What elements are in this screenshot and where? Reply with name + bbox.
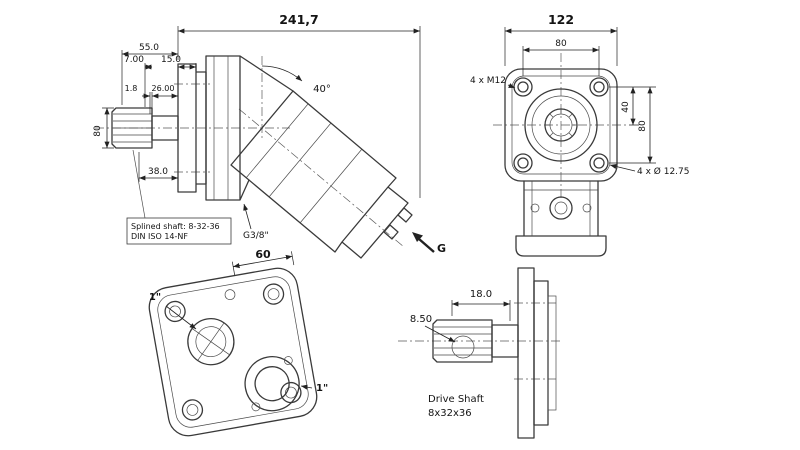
shaft-detail-dimensions: 18.0 8.50 Drive Shaft 8x32x36	[410, 289, 511, 419]
dim-7-label: 7.00	[124, 55, 144, 65]
port-face-corner-holes	[164, 283, 302, 421]
dim-40-label: 40	[621, 101, 631, 113]
port-top-leader	[165, 305, 197, 330]
hub-edge	[547, 295, 557, 411]
shaft-spline-outline	[432, 319, 493, 363]
flow-arrow-shaft	[418, 238, 435, 253]
dim-60-label: 60	[255, 248, 271, 261]
port-top-label: 1"	[149, 292, 161, 303]
spline-note-line1: Splined shaft: 8-32-36	[131, 222, 220, 231]
bent-housing-outline	[230, 90, 409, 259]
end-cap-port-bosses	[383, 207, 413, 240]
body-below-flange	[515, 180, 607, 257]
hole-note-leader	[609, 164, 636, 172]
dim-60-extension-lines	[231, 251, 295, 276]
spline-note-leader	[132, 149, 146, 219]
shaft-detail-view	[398, 267, 562, 439]
side-view	[95, 55, 413, 259]
flange-plate-edge	[517, 267, 535, 439]
port-label: G3/8"	[243, 231, 269, 241]
small-drain-hole	[224, 289, 236, 301]
front-view	[493, 53, 629, 257]
port-bottom-label: 1"	[316, 383, 328, 394]
dim-8-5-label: 8.50	[410, 314, 432, 325]
bent-housing-section-lines	[245, 103, 363, 224]
dim-angle-label: 40°	[313, 84, 331, 95]
port-bottom-leader	[300, 384, 313, 390]
port-label-leader	[243, 203, 252, 230]
flow-label: G	[437, 242, 446, 255]
dim-38-label: 38.0	[148, 167, 168, 177]
shaft-spline-teeth	[434, 326, 492, 356]
shaft-extension-lines	[451, 300, 511, 321]
flange-outline	[504, 68, 618, 182]
dim-1-8-label: 1.8	[125, 84, 138, 93]
body-below-detail-lines	[524, 181, 598, 236]
dim-55-label: 55.0	[139, 43, 159, 53]
bolt-note-label: 4 x M12	[470, 76, 506, 86]
side-view-dimensions: 241,7 55.0 7.00 15.0 1.8 26.00 80 38.0 4…	[93, 12, 446, 255]
dim-80-shaft-label: 80	[93, 125, 103, 137]
center-spline-teeth	[545, 109, 577, 141]
dim-bolt-h-label: 80	[555, 39, 567, 49]
drive-shaft-label-line2: 8x32x36	[428, 408, 472, 419]
pump-body-detail-lines	[213, 56, 229, 200]
front-view-centerlines	[493, 53, 629, 198]
body-below-circles	[530, 196, 592, 220]
angle-arc-40deg	[261, 65, 303, 82]
dim-width-label: 122	[548, 12, 574, 27]
shaft-centerlines	[398, 302, 562, 380]
spline-note-box	[126, 217, 232, 245]
pump-body-outline	[205, 55, 294, 201]
dim-26-label: 26.00	[152, 84, 175, 93]
dim-line-60	[233, 254, 293, 269]
round-port	[244, 356, 300, 412]
side-view-centerlines	[95, 56, 405, 248]
dim-15-label: 15.0	[161, 55, 181, 65]
dim-bolt-v-label: 80	[638, 120, 648, 132]
flange-chamfer-line	[511, 75, 611, 175]
port-face-chamfer	[157, 276, 309, 428]
port-face-outline	[148, 267, 318, 437]
spline-note-line2: DIN ISO 14-NF	[131, 232, 188, 241]
flow-arrow-icon	[412, 232, 423, 242]
front-view-dimensions: 122 80 4 x M12 40 80 4 x Ø 12.75	[470, 12, 689, 177]
drive-shaft-label-line1: Drive Shaft	[428, 394, 484, 405]
spline-port	[187, 318, 235, 366]
dim-8-5-leader	[424, 325, 456, 343]
flange-plate-inner	[533, 280, 549, 426]
spline-teeth-lines	[113, 113, 152, 143]
dim-total-length-label: 241,7	[279, 12, 319, 27]
dim-18-label: 18.0	[470, 289, 492, 300]
port-view	[148, 251, 318, 437]
measure-over-pins-circle	[451, 335, 475, 359]
hole-note-label: 4 x Ø 12.75	[637, 166, 689, 177]
port-view-dimensions: 60 1" 1"	[149, 248, 328, 394]
bolt-note-leader	[507, 83, 516, 89]
